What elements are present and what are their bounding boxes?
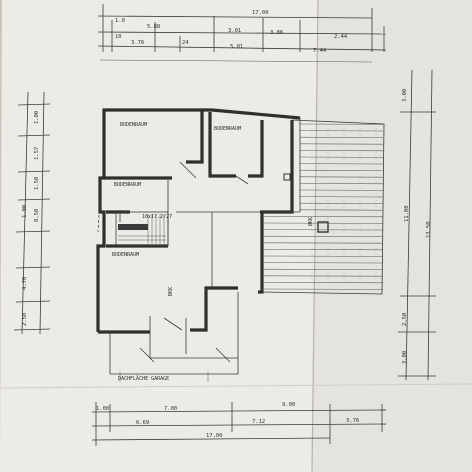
bottom-dim-f: 3.76	[346, 418, 359, 424]
left-dim-e: 8.50	[34, 209, 40, 222]
bottom-dim-a: 1.00	[96, 406, 109, 412]
chimney-label: ØKK	[307, 217, 314, 226]
left-dim-f: 4.78	[22, 277, 28, 290]
top-dim-j: 7.44	[313, 48, 327, 54]
right-dim-middle: 11.00	[404, 205, 410, 222]
room-label-bodenraum-4: BODENRAUM	[112, 252, 139, 258]
top-dim-d: 3.86	[270, 30, 283, 36]
left-dim-g: 2.50	[22, 313, 28, 326]
right-dim-total: 13.50	[426, 221, 432, 238]
bottom-dim-total: 17.00	[206, 433, 223, 439]
bottom-dim-b: 7.00	[164, 406, 177, 412]
top-dim-c: 3.01	[228, 28, 241, 34]
flue-marker	[283, 173, 291, 181]
staircase: 16x17.2/27	[115, 210, 172, 247]
roof-terrace-hatch	[261, 123, 384, 290]
top-dim-total: 17.00	[252, 10, 269, 16]
right-dim-lower-b: 3.00	[402, 351, 408, 364]
bottom-dimension-chain: 1.00 7.00 9.00 6.69 7.12 3.76 17.00	[91, 402, 387, 446]
top-dim-e: 2.44	[334, 34, 348, 40]
stairs-note: 16x17.2/27	[142, 214, 172, 220]
top-dim-b: 5.88	[147, 24, 160, 30]
garage-roof-label: DACHFLÄCHE GARAGE	[118, 375, 169, 382]
chimney-marker	[317, 221, 329, 233]
paper-fold	[311, 0, 319, 472]
left-dim-c: 1.50	[34, 177, 40, 190]
left-dim-a: 1.00	[34, 111, 40, 124]
room-label-bodenraum-3: BODENRAUM	[114, 182, 141, 188]
paper-sheet-right	[312, 0, 472, 472]
left-dimension-chain: 1.00 1.57 1.50 1.00 8.50 4.78 2.50	[13, 91, 51, 335]
left-dim-b: 1.57	[34, 147, 40, 160]
flue-label: BKK	[168, 287, 174, 296]
bottom-dim-d: 6.69	[136, 420, 149, 426]
top-dim-g: 3.76	[131, 40, 144, 46]
left-dim-d: 1.00	[22, 205, 28, 218]
room-label-bodenraum-1: BODENRAUM	[120, 122, 147, 128]
top-dim-h: 24	[182, 40, 189, 46]
top-dim-i: 5.01	[230, 44, 243, 50]
top-dimension-chain: 17.00 1.0 5.88 3.01 3.86 2.44 10 3.76 24…	[97, 4, 387, 63]
right-dim-lower-a: 2.50	[402, 313, 408, 326]
bottom-dim-c: 9.00	[282, 402, 295, 408]
construction-lines	[97, 161, 262, 382]
right-dim-top: 3.00	[402, 89, 408, 102]
top-dim-f: 10	[115, 34, 122, 40]
bottom-dim-e: 7.12	[252, 419, 265, 425]
room-label-bodenraum-2: BODENRAUM	[214, 126, 241, 132]
right-dimension-chain: 3.00 11.00 13.50 2.50 3.00	[398, 69, 436, 381]
paper-fold-horizontal	[0, 383, 472, 389]
top-dim-a: 1.0	[115, 18, 125, 24]
